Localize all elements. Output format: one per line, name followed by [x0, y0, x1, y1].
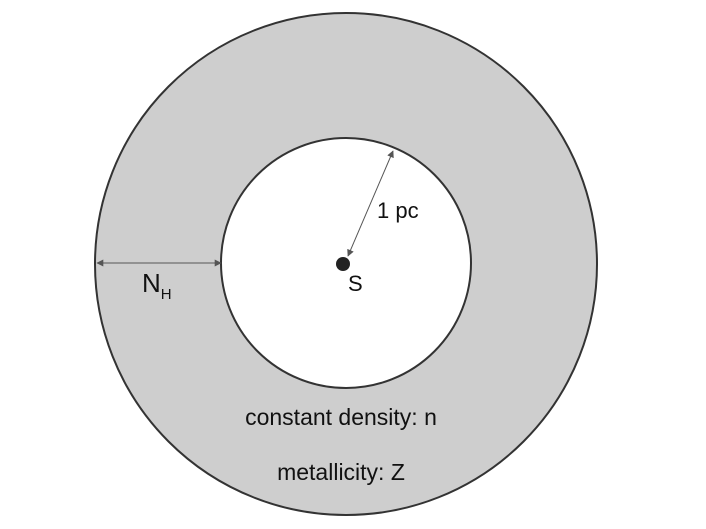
radius-label: 1 pc [377, 198, 419, 223]
radius-arrow [347, 150, 394, 257]
source-dot [336, 257, 350, 271]
metallicity-label: metallicity: Z [277, 459, 405, 485]
source-label: S [348, 271, 363, 296]
column-density-symbol: N [142, 268, 161, 298]
density-label: constant density: n [245, 404, 437, 430]
column-density-label: NH [142, 268, 172, 303]
column-density-subscript: H [161, 286, 172, 303]
